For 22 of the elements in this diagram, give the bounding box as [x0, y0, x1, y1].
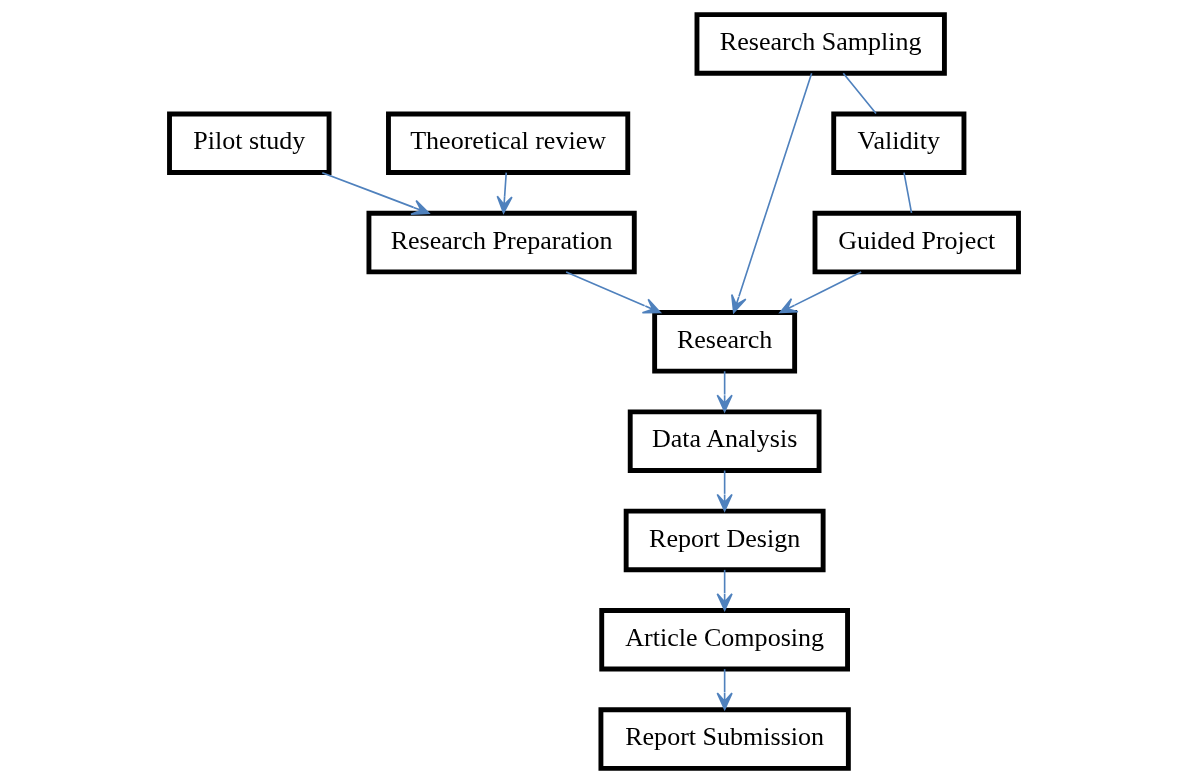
- node-box: Research Preparation: [366, 210, 637, 275]
- arrow: [778, 271, 862, 314]
- node-box: Report Submission: [597, 707, 851, 771]
- node-box: Article Composing: [598, 608, 850, 672]
- node-box: Pilot study: [166, 111, 331, 175]
- arrow: [564, 271, 661, 314]
- arrow: [496, 171, 513, 214]
- node-box: Theoretical review: [385, 111, 630, 175]
- arrow: [716, 668, 733, 711]
- connector: [841, 72, 877, 115]
- connector: [902, 171, 912, 214]
- arrow: [716, 370, 733, 413]
- arrow: [730, 72, 812, 314]
- node-box: Guided Project: [812, 210, 1021, 275]
- node-box: Report Design: [623, 508, 826, 573]
- node-box: Validity: [830, 111, 966, 175]
- node-box: Research: [651, 310, 797, 374]
- arrow: [320, 171, 430, 216]
- arrow: [716, 569, 733, 611]
- node-box: Research Sampling: [694, 12, 947, 76]
- node-box: Data Analysis: [627, 409, 821, 473]
- arrow: [716, 469, 733, 512]
